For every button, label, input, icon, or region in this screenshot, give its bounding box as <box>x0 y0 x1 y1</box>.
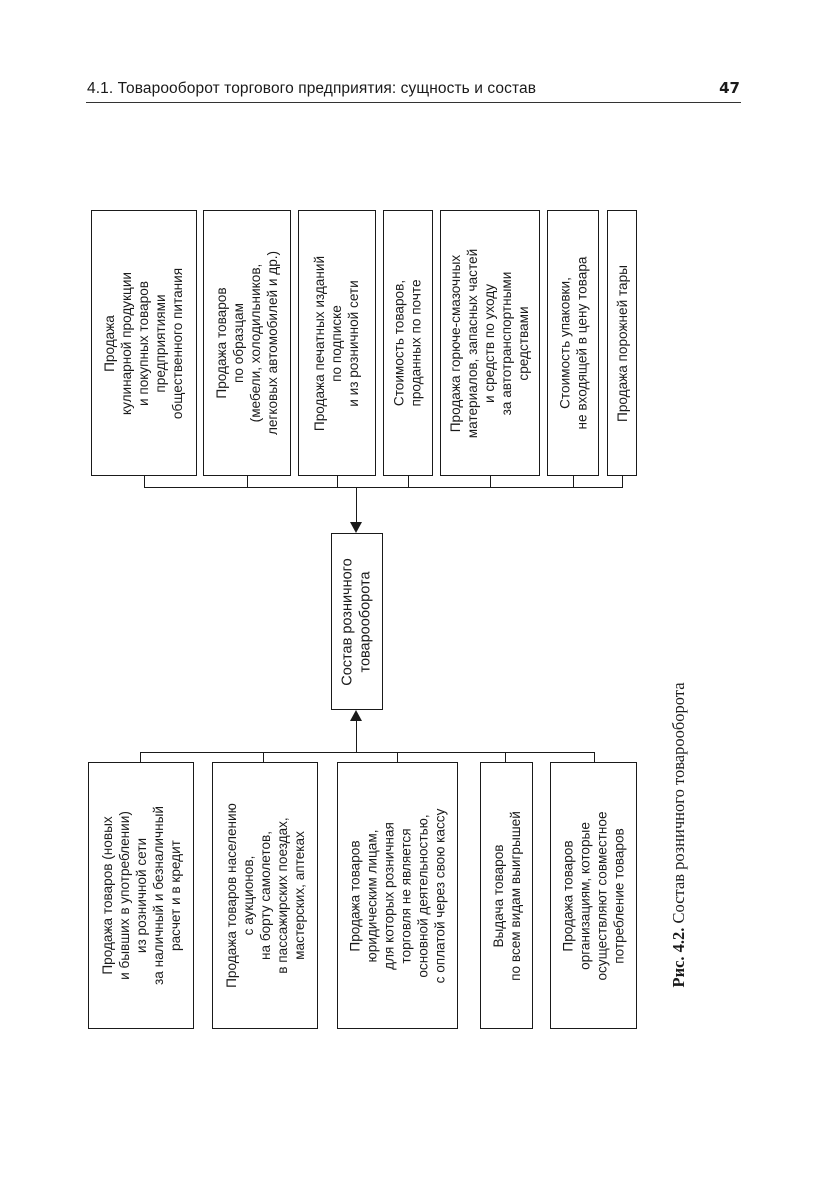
top-box-samples-text: Продажа товаров по образцам (мебели, хол… <box>214 250 281 436</box>
top-box-catering: Продажа кулинарной продукции и покупных … <box>91 210 197 476</box>
top-box-fuel-text: Продажа горюче-смазочных материалов, зап… <box>448 248 532 438</box>
page-number: 47 <box>719 79 740 97</box>
top-connector-packaging <box>573 476 574 487</box>
central-box: Состав розничного товарооборота <box>331 533 383 710</box>
figure-caption-title: Состав розничного товарооборота <box>669 682 688 928</box>
bottom-connector-auctions <box>263 752 264 762</box>
central-box-text: Состав розничного товарооборота <box>340 557 375 686</box>
top-box-containers-text: Продажа порожней тары <box>614 264 630 422</box>
bottom-connector-organizations <box>594 752 595 762</box>
top-box-catering-text: Продажа кулинарной продукции и покупных … <box>102 267 186 419</box>
bottom-box-retail-text: Продажа товаров (новых и бывших в употре… <box>99 806 183 985</box>
bottom-box-legal-entities-text: Продажа товаров юридическим лицам, для к… <box>347 808 448 983</box>
bottom-connector-retail <box>140 752 141 762</box>
top-to-center-line <box>356 487 357 523</box>
bottom-box-retail: Продажа товаров (новых и бывших в употре… <box>88 762 194 1029</box>
top-connector-print <box>337 476 338 487</box>
top-box-containers: Продажа порожней тары <box>607 210 637 476</box>
top-box-packaging-text: Стоимость упаковки, не входящей в цену т… <box>557 256 590 430</box>
top-connector-catering <box>144 476 145 487</box>
bottom-box-winnings: Выдача товаров по всем видам выигрышей <box>480 762 533 1029</box>
figure-caption-label: Рис. 4.2. <box>669 927 688 988</box>
arrow-into-center-bottom <box>350 710 362 721</box>
header-rule <box>86 102 741 103</box>
bottom-box-organizations-text: Продажа товаров организациям, которые ос… <box>560 810 627 981</box>
figure-caption-text: Рис. 4.2. Состав розничного товарооборот… <box>669 682 689 987</box>
top-box-fuel: Продажа горюче-смазочных материалов, зап… <box>440 210 540 476</box>
bottom-box-winnings-text: Выдача товаров по всем видам выигрышей <box>490 810 523 981</box>
bottom-box-auctions: Продажа товаров населению с аукционов, н… <box>212 762 318 1029</box>
top-box-print-text: Продажа печатных изданий по подписке и и… <box>312 255 362 431</box>
top-connector-fuel <box>490 476 491 487</box>
top-box-packaging: Стоимость упаковки, не входящей в цену т… <box>547 210 599 476</box>
arrow-into-center-top <box>350 522 362 533</box>
top-bus-line <box>144 487 623 488</box>
top-box-samples: Продажа товаров по образцам (мебели, хол… <box>203 210 291 476</box>
bottom-box-auctions-text: Продажа товаров населению с аукционов, н… <box>223 803 307 988</box>
bottom-box-organizations: Продажа товаров организациям, которые ос… <box>550 762 637 1029</box>
top-box-mail-text: Стоимость товаров, проданных по почте <box>392 279 425 407</box>
bottom-to-center-line <box>356 720 357 752</box>
bottom-box-legal-entities: Продажа товаров юридическим лицам, для к… <box>337 762 458 1029</box>
top-box-mail: Стоимость товаров, проданных по почте <box>383 210 433 476</box>
running-header-title: 4.1. Товарооборот торгового предприятия:… <box>87 80 537 97</box>
bottom-connector-legal <box>397 752 398 762</box>
bottom-bus-line <box>140 752 594 753</box>
top-connector-samples <box>247 476 248 487</box>
top-connector-containers <box>622 476 623 487</box>
top-box-print: Продажа печатных изданий по подписке и и… <box>298 210 376 476</box>
top-connector-mail <box>408 476 409 487</box>
bottom-connector-winnings <box>505 752 506 762</box>
